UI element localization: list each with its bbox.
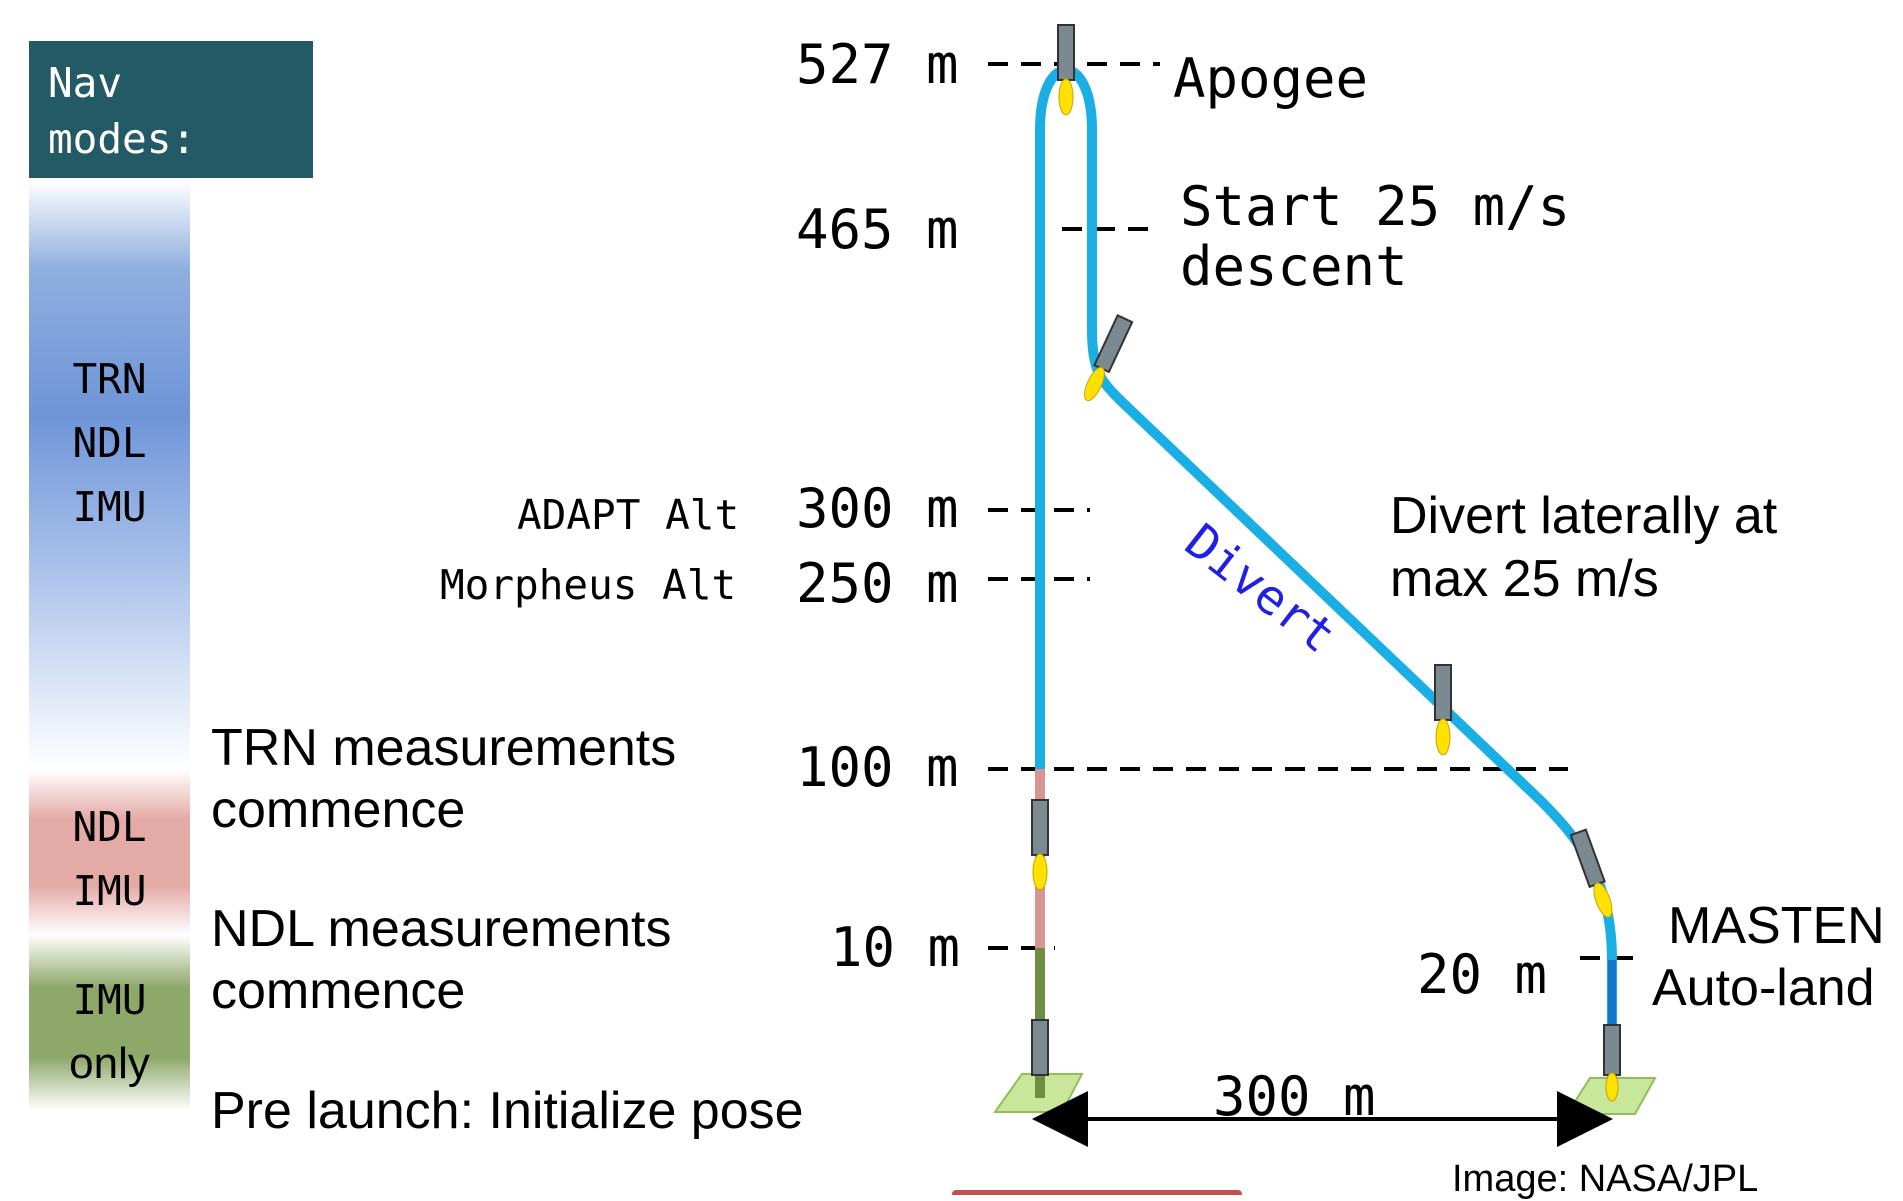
vehicle-icon-landing <box>1603 1024 1621 1102</box>
masten-label-line1: MASTEN <box>1668 897 1885 955</box>
image-credit: Image: NASA/JPL <box>1452 1158 1759 1200</box>
vehicle-icon-divert-start <box>1084 314 1134 402</box>
altitude-adapt: 300 m <box>796 477 959 540</box>
mode-line: IMU <box>72 483 147 531</box>
altitude-apogee: 527 m <box>796 33 959 96</box>
prelaunch-label: Pre launch: Initialize pose <box>211 1082 804 1140</box>
mode-line: NDL <box>72 803 147 851</box>
divert-note-line2: max 25 m/s <box>1390 550 1659 608</box>
distance-label: 300 m <box>1213 1065 1376 1128</box>
altitude-trn: 100 m <box>796 736 959 799</box>
mode-band-ndl-label: NDL IMU <box>29 795 190 923</box>
mode-line: IMU <box>72 867 147 915</box>
descent-label-line1: Start 25 m/s <box>1180 175 1571 238</box>
mode-line: NDL <box>72 419 147 467</box>
mode-line: IMU <box>72 976 147 1024</box>
morpheus-alt-label: Morpheus Alt <box>440 561 737 609</box>
altitude-masten: 20 m <box>1417 943 1548 1006</box>
mode-band-ndl <box>29 770 190 935</box>
vehicle-icon-divert-end <box>1569 828 1613 918</box>
nav-modes-title-box: Nav modes: <box>29 41 313 178</box>
bottom-red-edge <box>952 1190 1242 1195</box>
nav-modes-title-line1: Nav <box>48 59 123 107</box>
mode-line: only <box>69 1039 150 1088</box>
ndl-commence-line1: NDL measurements <box>211 900 672 958</box>
nav-modes-title-line2: modes: <box>48 115 197 163</box>
mode-band-imu-label: IMU only <box>29 968 190 1096</box>
apogee-label: Apogee <box>1173 47 1369 110</box>
vehicle-icon-divert-mid <box>1434 664 1452 756</box>
ndl-commence-line2: commence <box>211 962 466 1020</box>
altitude-ndl: 10 m <box>830 916 961 979</box>
trn-commence-line1: TRN measurements <box>211 719 677 777</box>
divert-note-line1: Divert laterally at <box>1390 487 1778 545</box>
mode-band-trn-label: TRN NDL IMU <box>29 347 190 539</box>
mode-band-trn <box>29 180 190 770</box>
altitude-morpheus: 250 m <box>796 552 959 615</box>
vehicle-icon-ascent <box>1031 799 1049 891</box>
adapt-alt-label: ADAPT Alt <box>517 491 740 539</box>
mode-band-imu <box>29 935 190 1110</box>
mode-line: TRN <box>72 355 147 403</box>
masten-label-line2: Auto-land <box>1652 959 1875 1017</box>
altitude-descent: 465 m <box>796 198 959 261</box>
descent-label-line2: descent <box>1180 235 1408 298</box>
vehicle-icon-launch <box>1031 1019 1049 1076</box>
trn-commence-line2: commence <box>211 781 466 839</box>
vehicle-icon-apogee <box>1057 24 1075 116</box>
